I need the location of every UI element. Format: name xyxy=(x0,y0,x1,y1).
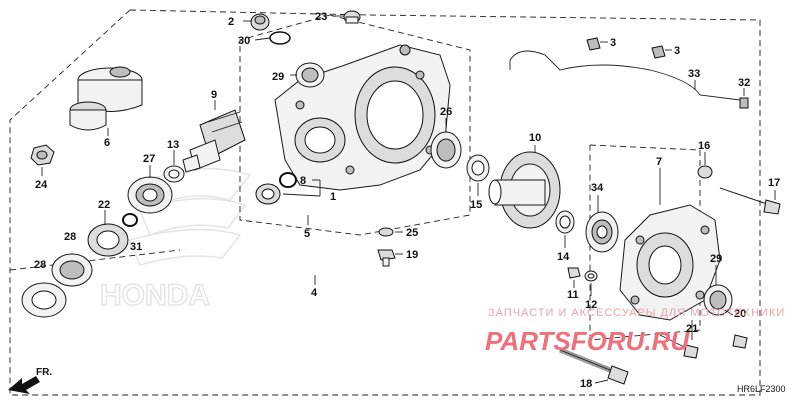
label-part-19: 19 xyxy=(406,249,418,261)
part-8-circlip xyxy=(279,172,297,188)
label-part-3b: 3 xyxy=(674,45,680,57)
part-7-cover xyxy=(619,204,721,321)
part-10-ring-gear xyxy=(488,151,561,229)
part-6-flange xyxy=(69,66,143,131)
part-23-bolt xyxy=(343,10,361,24)
label-part-3a: 3 xyxy=(610,37,616,49)
part-18-bolt xyxy=(559,347,629,385)
label-part-26: 26 xyxy=(440,106,452,118)
label-part-24: 24 xyxy=(35,179,48,191)
part-32-clip xyxy=(739,97,749,109)
label-part-16: 16 xyxy=(698,140,710,152)
site-watermark: ЗАПЧАСТИ И АКСЕССУАРЫ ДЛЯ МОТОТЕХНИКИ PA… xyxy=(485,307,785,356)
part-33-breather-tube xyxy=(509,50,741,101)
front-direction-arrow: FR. xyxy=(8,367,52,394)
label-part-27: 27 xyxy=(143,153,155,165)
label-part-22: 22 xyxy=(98,199,110,211)
label-part-6: 6 xyxy=(104,137,110,149)
part-13-washer xyxy=(163,165,185,183)
part-25-washer xyxy=(378,227,394,237)
part-3-clip-a xyxy=(586,37,601,51)
label-part-2: 2 xyxy=(228,16,234,28)
label-part-7: 7 xyxy=(656,156,662,168)
label-part-21: 21 xyxy=(686,323,698,335)
label-part-18: 18 xyxy=(580,378,592,390)
part-number-labels: 2 30 23 3 3 6 24 9 13 27 22 28 31 28 29 … xyxy=(34,11,780,390)
watermark-subtitle: ЗАПЧАСТИ И АКСЕССУАРЫ ДЛЯ МОТОТЕХНИКИ xyxy=(488,307,785,319)
part-3-clip-b xyxy=(651,45,666,59)
label-part-15: 15 xyxy=(470,199,482,211)
part-34-bearing xyxy=(585,211,619,253)
label-part-8: 8 xyxy=(300,175,306,187)
part-30-oring xyxy=(269,31,291,45)
label-part-1: 1 xyxy=(330,191,336,203)
honda-brand-text: HONDA xyxy=(100,279,210,312)
label-part-29a: 29 xyxy=(272,71,284,83)
part-28-seal-b xyxy=(21,282,67,318)
part-28-seal-a xyxy=(51,253,93,287)
label-part-28a: 28 xyxy=(64,231,76,243)
label-part-32: 32 xyxy=(738,77,750,89)
part-17-bolt xyxy=(719,187,781,215)
label-part-17: 17 xyxy=(768,177,780,189)
part-14-shim xyxy=(555,210,575,234)
label-part-33: 33 xyxy=(688,68,700,80)
label-part-11: 11 xyxy=(567,289,579,301)
direction-label: FR. xyxy=(36,367,52,378)
label-part-9: 9 xyxy=(211,89,217,101)
part-29-seal-upper xyxy=(295,62,325,88)
drawing-code: HR6LF2300 xyxy=(737,384,786,394)
part-27-bearing xyxy=(127,176,173,214)
part-15-shim xyxy=(466,154,490,182)
watermark-main: PARTSFORU.RU xyxy=(485,326,690,356)
part-24-nut xyxy=(30,144,55,166)
part-2-cap xyxy=(250,13,270,31)
label-part-25: 25 xyxy=(406,227,418,239)
part-9-pinion-gear xyxy=(182,109,246,173)
label-part-23: 23 xyxy=(315,11,327,23)
part-26-bearing xyxy=(430,131,462,169)
label-part-29b: 29 xyxy=(710,253,722,265)
label-part-30: 30 xyxy=(238,35,250,47)
part-1-bearing xyxy=(255,183,281,205)
label-part-12: 12 xyxy=(585,299,597,311)
part-11-plug xyxy=(567,267,581,279)
label-part-10: 10 xyxy=(529,132,541,144)
part-12-washer xyxy=(584,270,598,282)
part-19-bolt xyxy=(377,249,396,267)
label-part-14: 14 xyxy=(557,251,570,263)
label-part-5: 5 xyxy=(304,228,310,240)
label-part-31: 31 xyxy=(130,241,142,253)
part-21-bolt xyxy=(659,334,748,359)
leader-lines xyxy=(41,15,776,384)
label-part-34: 34 xyxy=(591,182,604,194)
label-part-20: 20 xyxy=(734,308,746,320)
part-31-circlip xyxy=(122,213,138,227)
part-29-seal-lower xyxy=(703,284,733,316)
part-22-collar xyxy=(87,223,129,257)
label-part-28b: 28 xyxy=(34,259,46,271)
label-part-4: 4 xyxy=(311,287,318,299)
label-part-13: 13 xyxy=(167,139,179,151)
honda-wing-watermark: HONDA xyxy=(99,167,252,313)
part-16-nut xyxy=(697,165,713,179)
